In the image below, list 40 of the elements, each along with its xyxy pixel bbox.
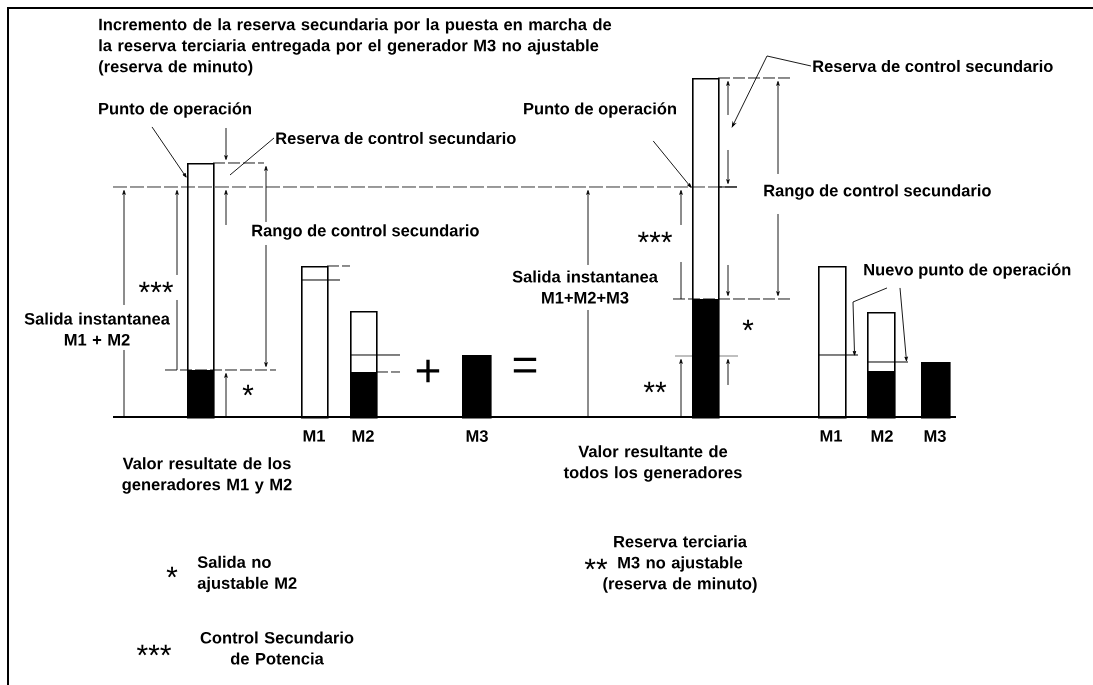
callout-text: Reserva de control secundario: [276, 131, 516, 145]
leader-line: [652, 140, 692, 188]
operator-sign: +: [416, 359, 440, 383]
bar: [867, 312, 896, 419]
callout-text: Nuevo punto de operación: [864, 263, 1071, 279]
label-text: Salida instantanea M1 + M2: [24, 312, 170, 346]
bar: [301, 266, 329, 419]
operator-sign: =: [513, 357, 537, 373]
bar: [462, 355, 492, 419]
label-text: Incremento de la reserva secundaria por la puesta en marcha de la reserva terciaria entregada por el generador M3 no ajustable (reserva de minuto): [99, 18, 612, 76]
bar-label: M1: [303, 430, 325, 442]
label-text: Salida no ajustable M2: [197, 555, 297, 593]
bar-label: M2: [871, 430, 893, 442]
bar: [187, 163, 215, 419]
bar: [921, 362, 951, 419]
bar: [818, 266, 847, 419]
asterisk-mark: *: [242, 384, 254, 396]
label-text: Rango de control secundario: [764, 184, 991, 200]
asterisk-mark: ***: [137, 644, 172, 656]
leader-line: [899, 287, 908, 362]
label-text: Control Secundario de Potencia: [200, 631, 354, 665]
bar-label: M2: [352, 430, 374, 442]
bar-label: Valor resultate de los generadores M1 y M2: [122, 457, 292, 494]
callout-text: Punto de operación: [99, 102, 251, 118]
leader-line: [731, 55, 812, 128]
bar-label: Valor resultante de todos los generadores: [563, 445, 742, 482]
bar-label: M3: [924, 430, 946, 442]
leader-line: [852, 287, 888, 356]
callout-text: Reserva de control secundario: [813, 59, 1053, 73]
asterisk-mark: *: [166, 566, 178, 578]
bar-label: M3: [466, 430, 488, 442]
bar: [350, 311, 378, 419]
leader-line: [229, 137, 275, 176]
bar-label: M1: [820, 430, 842, 442]
callout-text: Punto de operación: [524, 102, 676, 118]
label-text: Rango de control secundario: [252, 224, 479, 240]
leader-line: [151, 126, 187, 178]
bar: [692, 78, 720, 419]
asterisk-mark: *: [742, 319, 754, 331]
label-text: Salida instantanea M1+M2+M3: [512, 270, 658, 304]
